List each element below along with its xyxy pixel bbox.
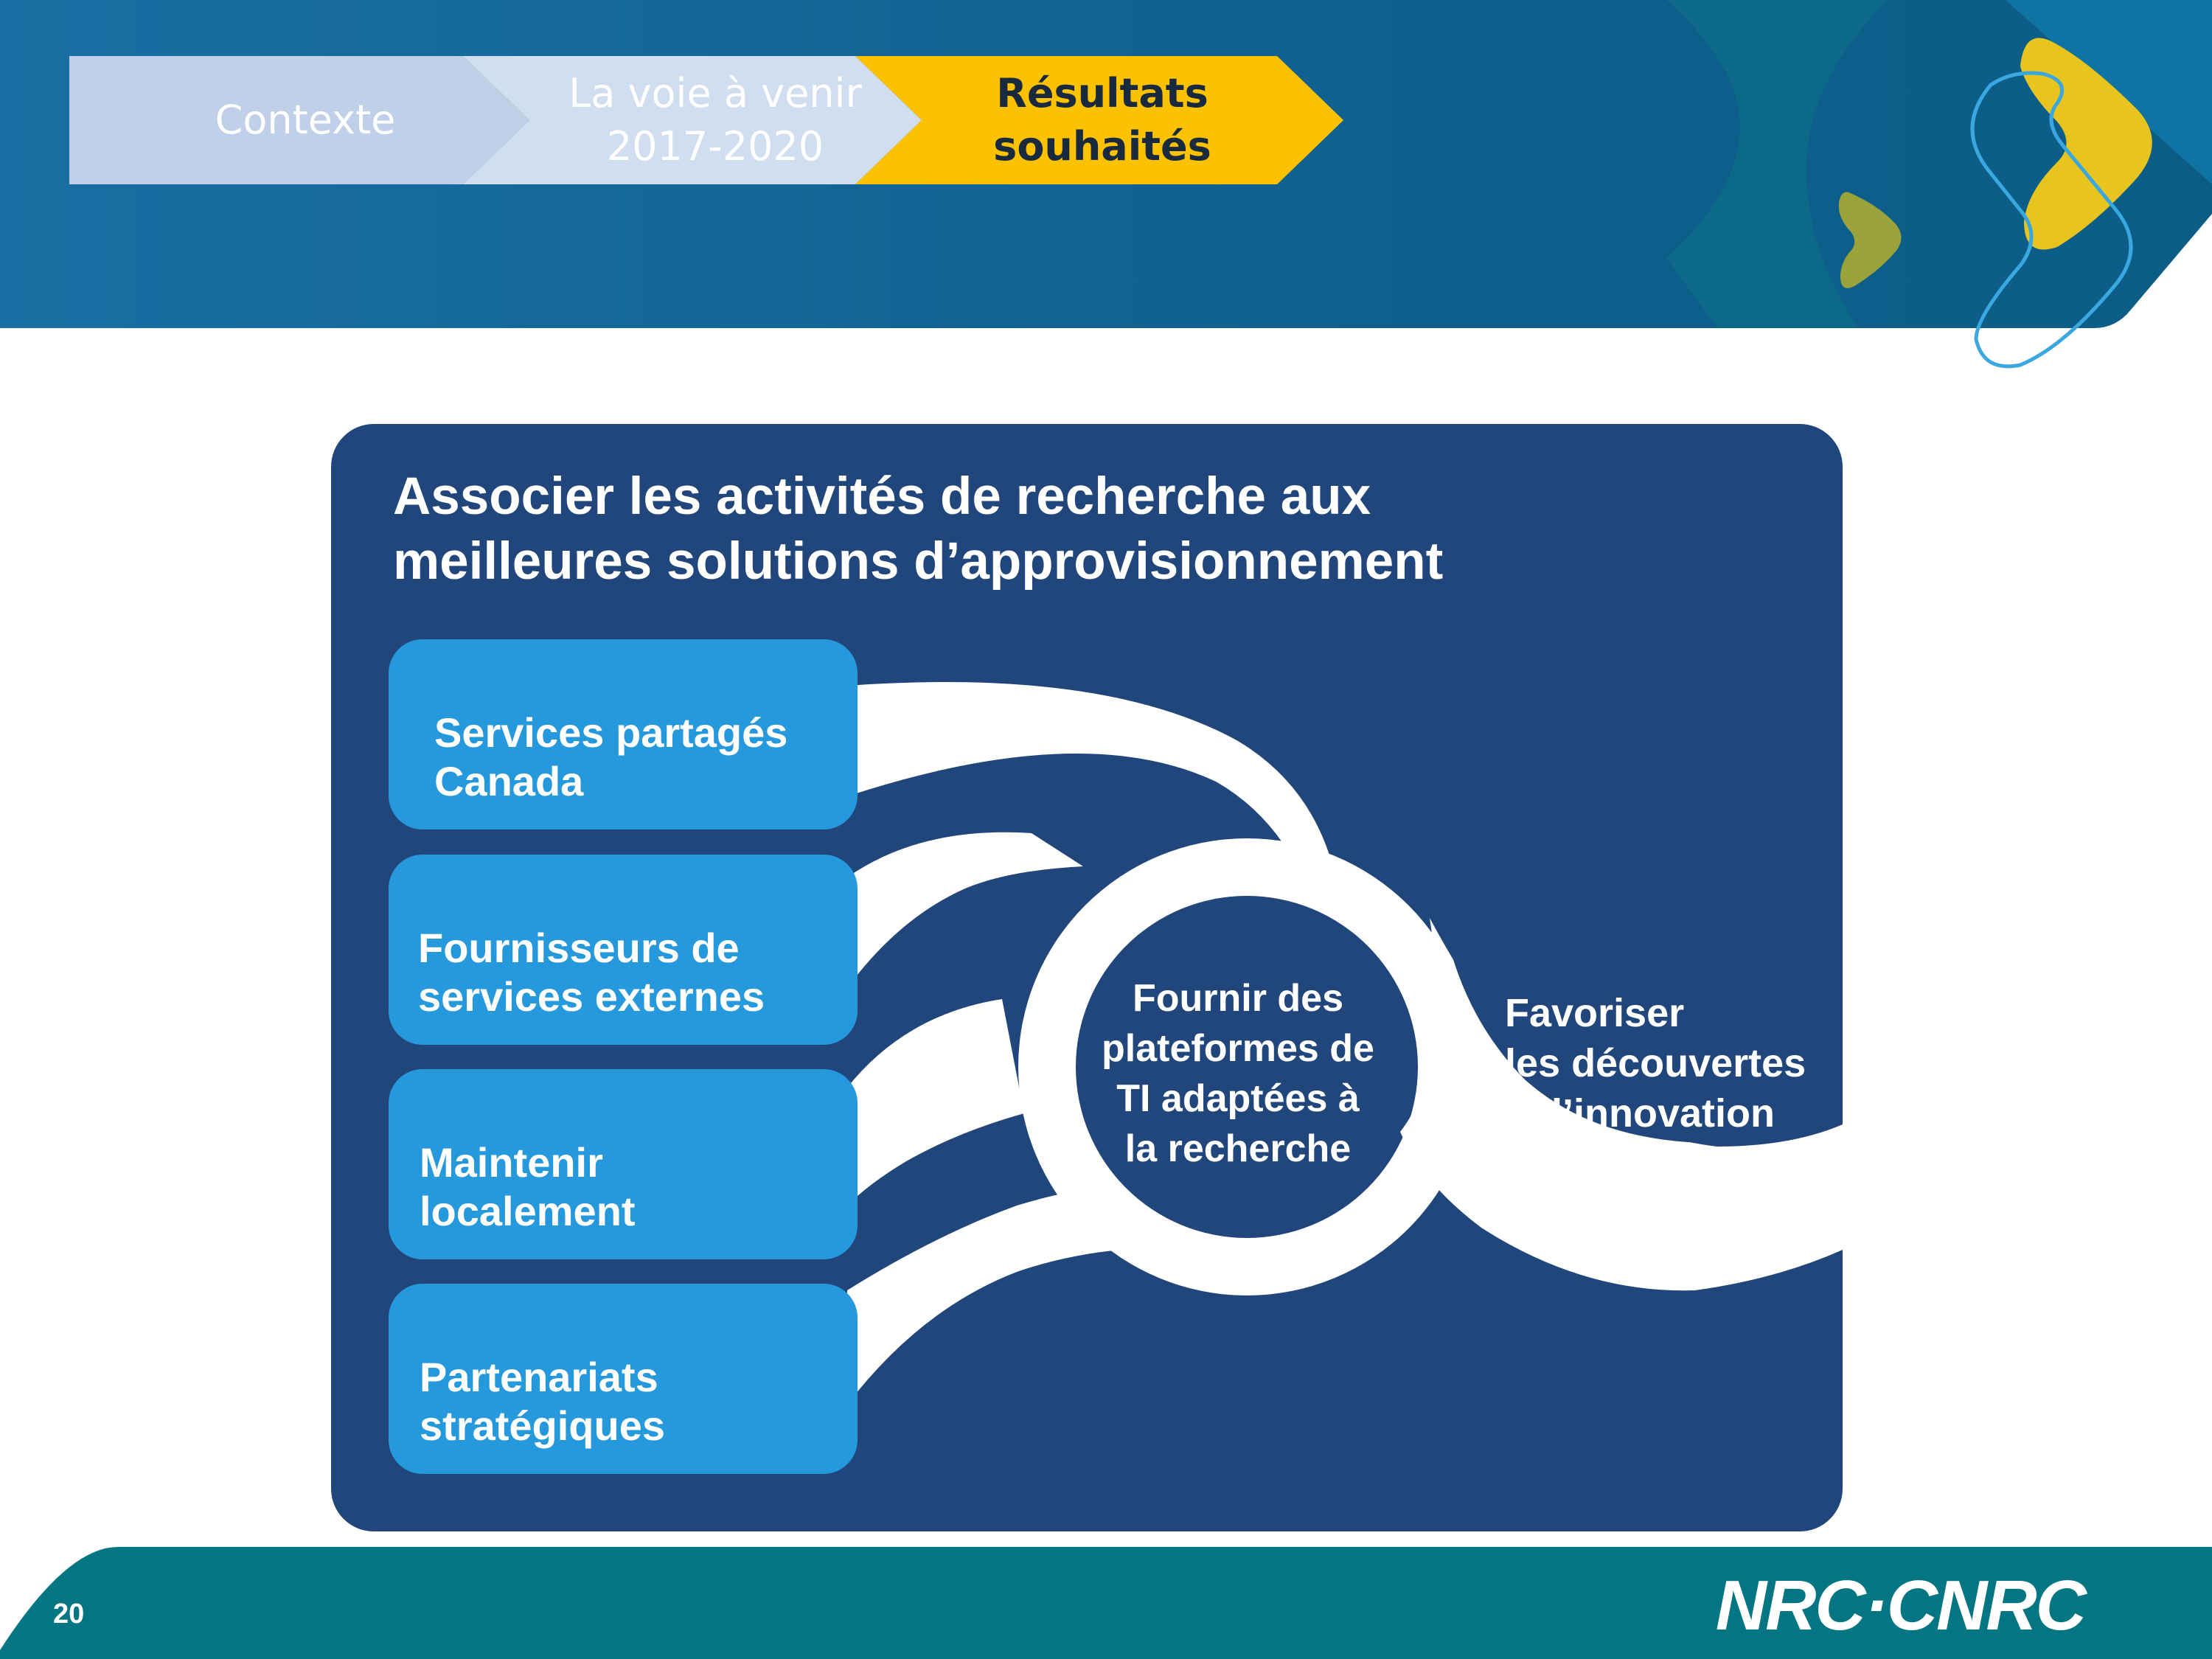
outcome-area bbox=[1452, 935, 1843, 1143]
source-box-label: Partenariats stratégiques bbox=[420, 1354, 665, 1449]
olive-chevron-icon bbox=[1838, 192, 1902, 288]
footer-background bbox=[0, 1547, 2212, 1659]
source-box-partenariats: Partenariats stratégiques bbox=[389, 1284, 858, 1474]
breadcrumb-step-voie-a-venir[interactable]: La voie à venir 2017-2020 bbox=[531, 56, 900, 184]
source-box-label: Services partagés Canada bbox=[434, 709, 788, 804]
breadcrumb-step-label: Résultats souhaités bbox=[993, 70, 1211, 170]
breadcrumb-step-voie-shape bbox=[463, 56, 922, 184]
outline-chevron-icon bbox=[1970, 71, 2133, 369]
footer-band bbox=[0, 1547, 2212, 1659]
header-background bbox=[0, 0, 2212, 369]
breadcrumb-step-contexte-shape bbox=[69, 56, 529, 184]
diagram-panel: Associer les activités de recherche aux … bbox=[331, 424, 1843, 1531]
page-number: 20 bbox=[53, 1599, 85, 1630]
breadcrumb-step-label: La voie à venir 2017-2020 bbox=[568, 70, 862, 170]
breadcrumb-step-contexte[interactable]: Contexte bbox=[69, 56, 541, 184]
breadcrumb-step-resultats-souhaites[interactable]: Résultats souhaités bbox=[914, 56, 1290, 184]
source-box-label: Fournisseurs de services externes bbox=[418, 925, 765, 1020]
source-box-services-partages: Services partagés Canada bbox=[389, 639, 858, 830]
source-box-label: Maintenir localement bbox=[420, 1139, 636, 1234]
connector-band-2 bbox=[847, 832, 1083, 988]
source-box-maintenir-localement: Maintenir localement bbox=[389, 1069, 858, 1259]
diagram-title: Associer les activités de recherche aux … bbox=[393, 467, 1444, 591]
breadcrumb-step-label: Contexte bbox=[215, 97, 396, 143]
breadcrumb-step-resultats-shape bbox=[855, 56, 1343, 184]
connector-band-1 bbox=[847, 682, 1334, 870]
hub-label: Fournir des plateformes de TI adaptées à… bbox=[1102, 977, 1374, 1170]
diagram-connectors bbox=[847, 682, 1843, 1405]
outcome-arc bbox=[1400, 918, 1843, 1291]
source-box-fournisseurs: Fournisseurs de services externes bbox=[389, 855, 858, 1045]
hub-circle bbox=[1076, 896, 1418, 1238]
header-band: Contexte La voie à venir 2017-2020 Résul… bbox=[0, 0, 2212, 369]
yellow-chevron-icon bbox=[2020, 38, 2152, 250]
outcome-label: Favoriser les découvertes et l’innovatio… bbox=[1505, 991, 1806, 1135]
nrc-cnrc-logo: NRC·CNRC bbox=[1715, 1566, 2087, 1645]
connector-band-3 bbox=[847, 999, 1024, 1206]
